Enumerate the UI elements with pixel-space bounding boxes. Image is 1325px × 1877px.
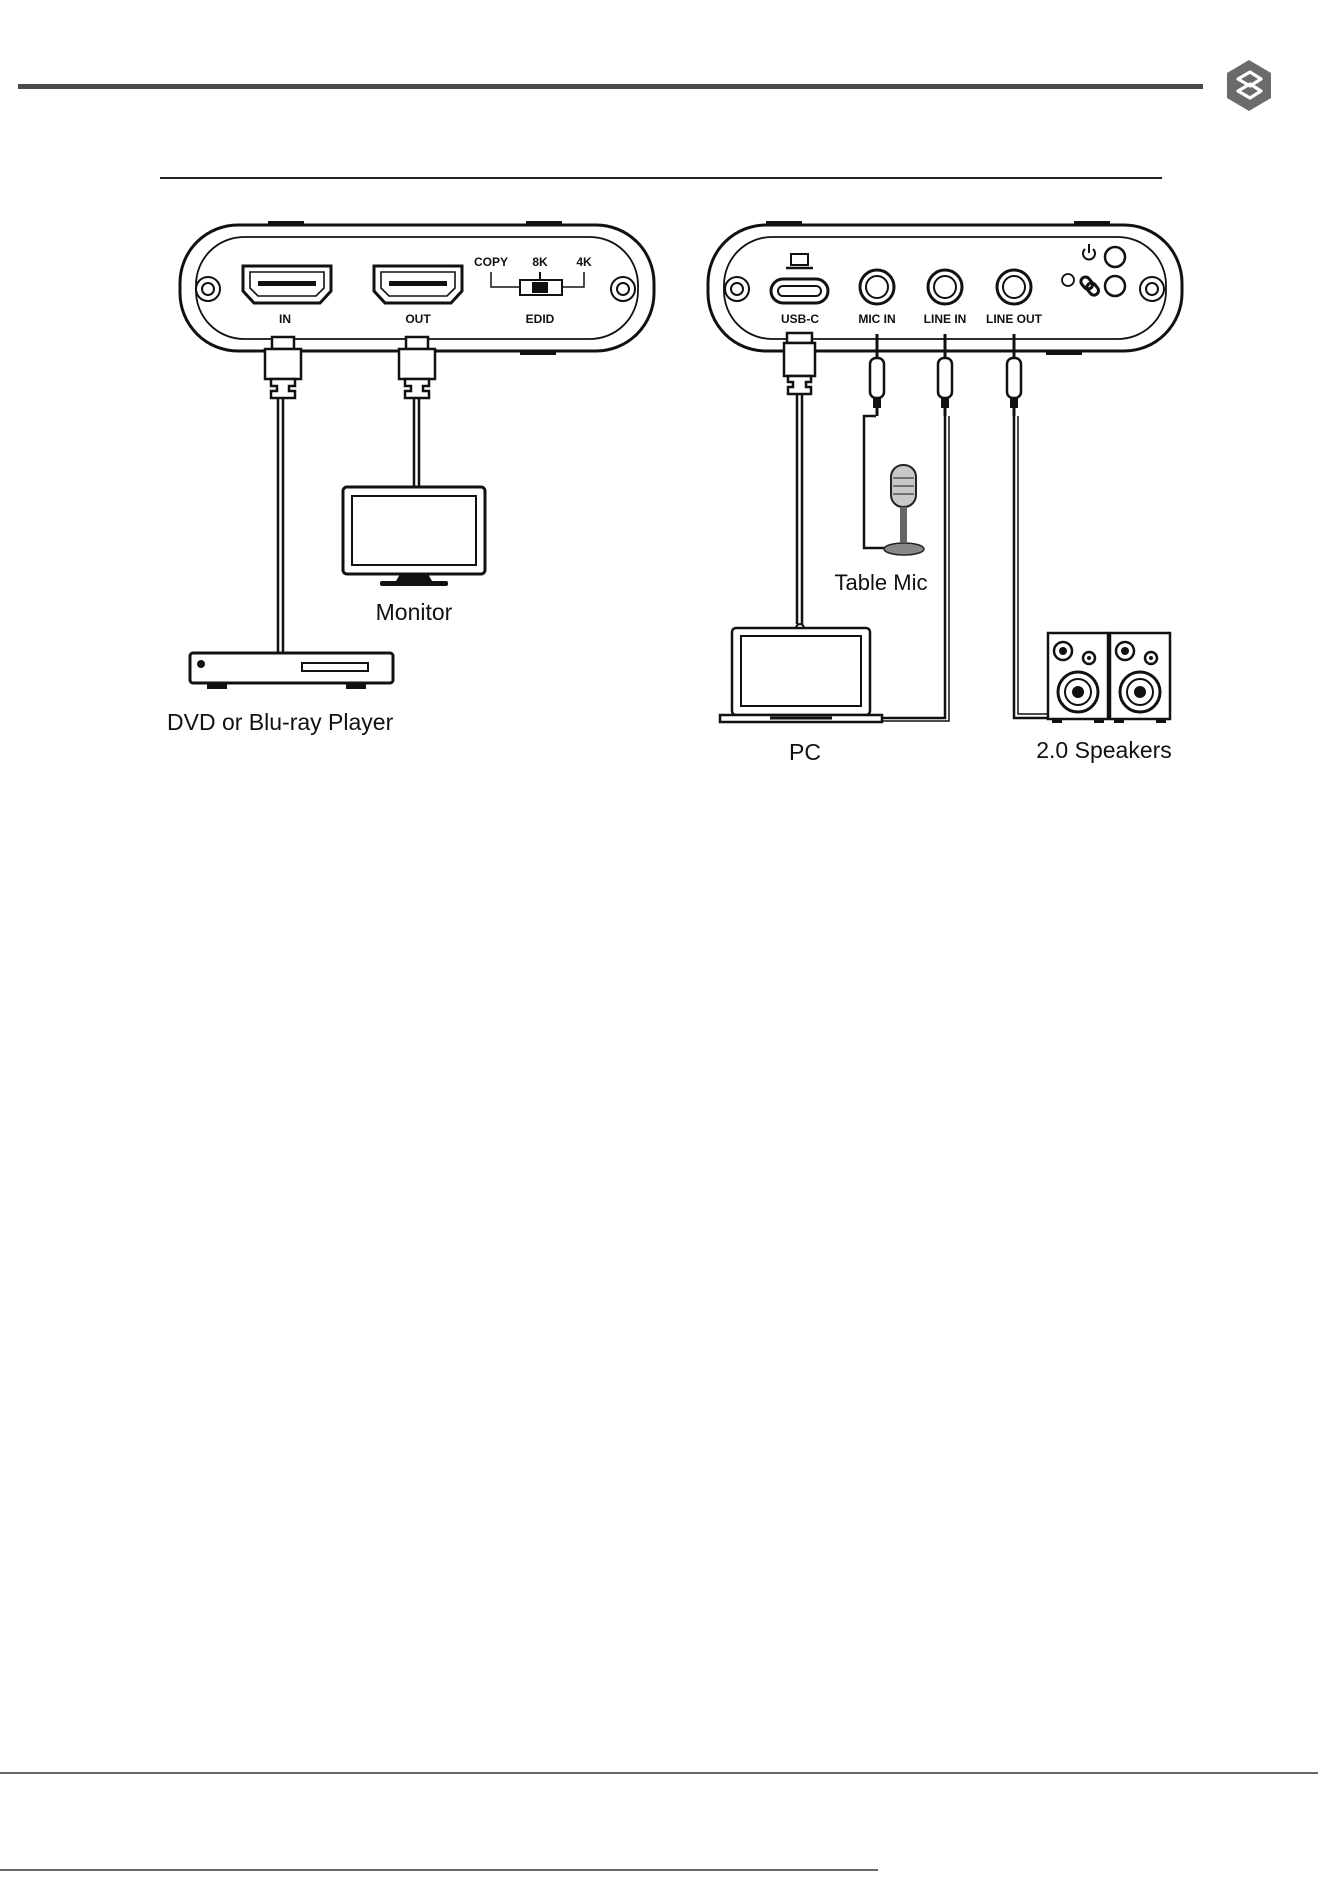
usbc-cable [784,333,815,632]
edid-8k-label: 8K [532,255,548,269]
mic-in-label: MIC IN [858,312,895,326]
monitor-label: Monitor [376,599,453,625]
line-in-label: LINE IN [924,312,967,326]
brand-hexagon-logo-icon [1227,60,1271,111]
pc-label: PC [789,739,821,765]
hdmi-cable-in [265,337,301,653]
edid-4k-label: 4K [576,255,592,269]
hdmi-cable-out [399,337,435,488]
table-mic-label: Table Mic [835,570,928,595]
dvd-player-icon [190,653,393,689]
footer-rule [0,1772,1318,1774]
header-rule [18,84,1203,89]
line-out-label: LINE OUT [986,312,1043,326]
hdmi-in-label: IN [279,312,291,326]
speakers-label: 2.0 Speakers [1036,737,1172,763]
mic-in-plug [864,334,893,548]
line-out-plug [1007,334,1048,718]
footer-bottom-rule [0,1869,878,1871]
hdmi-out-label: OUT [405,312,431,326]
edid-copy-label: COPY [474,255,508,269]
table-mic-icon [884,465,924,555]
monitor-icon [343,487,485,586]
pc-laptop-icon [720,628,882,722]
speakers-icon [1048,633,1170,723]
usbc-label: USB-C [781,312,819,326]
dvd-player-label: DVD or Blu-ray Player [167,709,394,735]
left-device-panel: IN OUT COPY 8K 4K EDID [180,221,654,355]
section-rule [160,177,1162,179]
line-in-plug [879,334,952,721]
header [18,60,1271,179]
edid-label: EDID [526,312,555,326]
